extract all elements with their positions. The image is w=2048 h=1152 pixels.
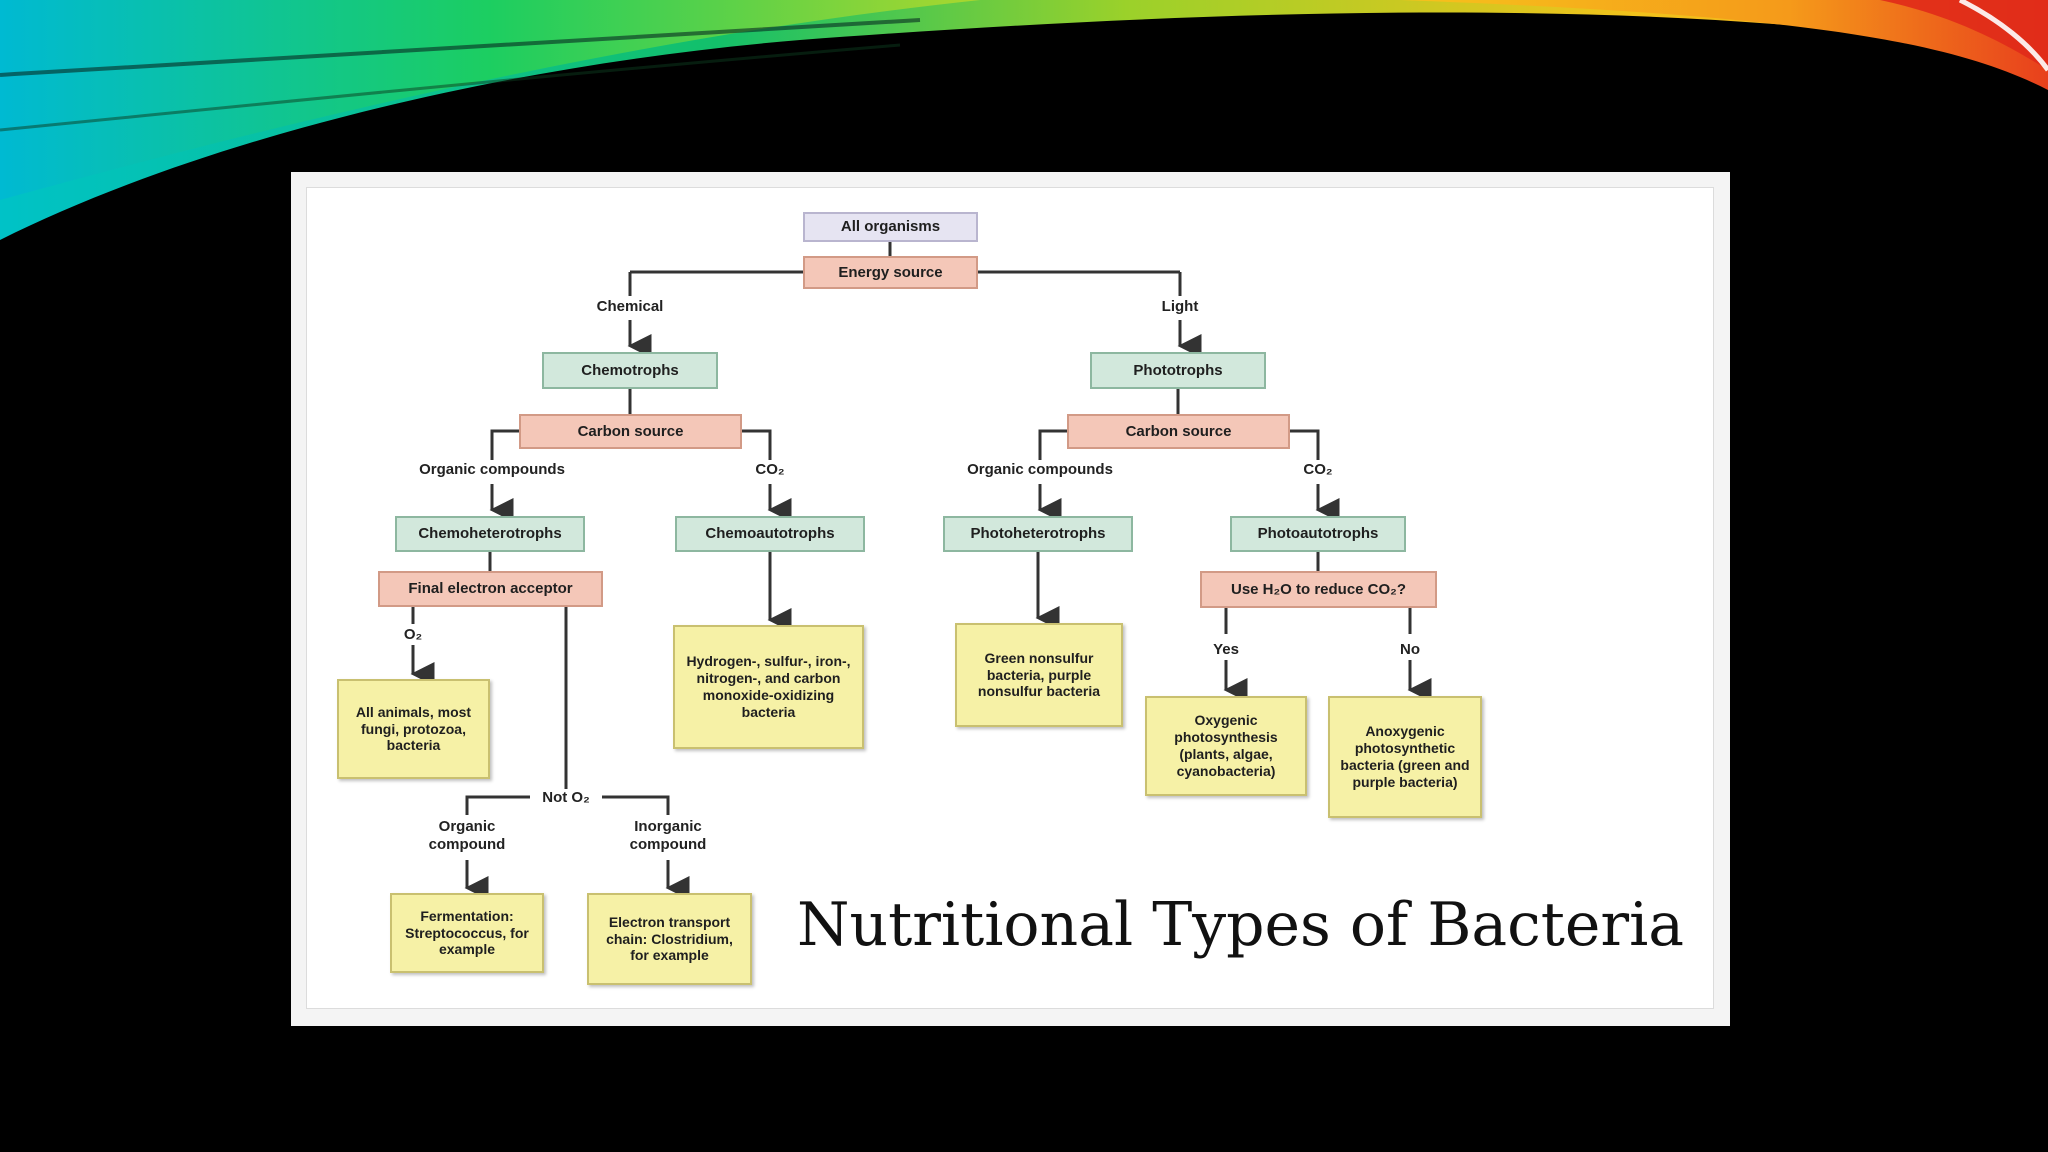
decorative-swoosh	[0, 0, 2048, 240]
connector-carbon-left-photo	[1038, 429, 1069, 460]
label-organic-compound: Organic compound	[428, 818, 506, 853]
node-fermentation: Fermentation: Streptococcus, for example	[390, 893, 544, 973]
connector-carbon-right-photo	[1290, 429, 1320, 460]
connector-carbon-left-chemo	[490, 429, 521, 460]
label-o2: O₂	[403, 626, 423, 643]
label-organic-compounds-chemo: Organic compounds	[419, 461, 565, 478]
connector-not-o2-right	[602, 795, 670, 815]
slide-image-frame	[291, 172, 1730, 1026]
node-oxygenic-photosynthesis: Oxygenic photosynthesis (plants, algae, …	[1145, 696, 1307, 796]
label-co2-chemo: CO₂	[755, 461, 785, 478]
label-no: No	[1400, 641, 1420, 658]
node-all-animals: All animals, most fungi, protozoa, bacte…	[337, 679, 490, 779]
connector-not-o2-left	[465, 795, 530, 815]
node-carbon-source-chemo: Carbon source	[519, 414, 742, 449]
label-light: Light	[1161, 298, 1199, 315]
label-chemical: Chemical	[596, 298, 664, 315]
node-phototrophs: Phototrophs	[1090, 352, 1266, 389]
node-final-electron-acceptor: Final electron acceptor	[378, 571, 603, 607]
node-chemotrophs: Chemotrophs	[542, 352, 718, 389]
connector-carbon-right-chemo	[742, 429, 772, 460]
node-photoautotrophs: Photoautotrophs	[1230, 516, 1406, 552]
node-all-organisms: All organisms	[803, 212, 978, 242]
node-chemoheterotrophs: Chemoheterotrophs	[395, 516, 585, 552]
node-photoheterotrophs: Photoheterotrophs	[943, 516, 1133, 552]
node-electron-transport-chain: Electron transport chain: Clostridium, f…	[587, 893, 752, 985]
node-anoxygenic-photosynthetic-bacteria: Anoxygenic photosynthetic bacteria (gree…	[1328, 696, 1482, 818]
label-not-o2: Not O₂	[539, 789, 593, 807]
node-energy-source: Energy source	[803, 256, 978, 289]
node-carbon-source-photo: Carbon source	[1067, 414, 1290, 449]
node-hydrogen-oxidizing-bacteria: Hydrogen-, sulfur-, iron-, nitrogen-, an…	[673, 625, 864, 749]
label-organic-compounds-photo: Organic compounds	[967, 461, 1113, 478]
label-inorganic-compound: Inorganic compound	[629, 818, 707, 853]
node-use-h2o: Use H₂O to reduce CO₂?	[1200, 571, 1437, 608]
diagram-title: Nutritional Types of Bacteria	[797, 890, 1685, 960]
label-yes: Yes	[1213, 641, 1239, 658]
label-co2-photo: CO₂	[1303, 461, 1333, 478]
node-green-nonsulfur-bacteria: Green nonsulfur bacteria, purple nonsulf…	[955, 623, 1123, 727]
node-chemoautotrophs: Chemoautotrophs	[675, 516, 865, 552]
